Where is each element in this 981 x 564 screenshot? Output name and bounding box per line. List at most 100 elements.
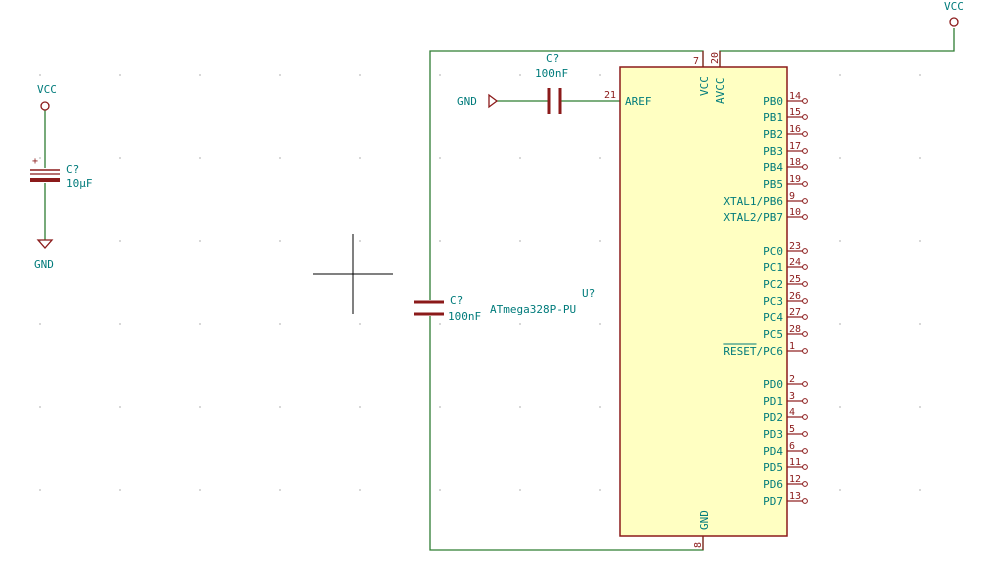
ic-pin-pd5[interactable]: 11 PD5 <box>763 457 808 474</box>
pin-number: 26 <box>789 291 801 302</box>
caref-ref: C? <box>546 52 559 65</box>
wires <box>44 28 955 551</box>
pin-number: 15 <box>789 107 801 118</box>
pin-name-gnd: GND <box>698 510 711 530</box>
capacitor-decoupling[interactable]: C? 100nF <box>414 294 481 323</box>
pin-number: 1 <box>789 341 795 352</box>
pin-number: 23 <box>789 241 801 252</box>
cdecouple-value: 100nF <box>448 310 481 323</box>
pin-name: PB1 <box>763 111 783 124</box>
ic-pin-pb1[interactable]: 15 PB1 <box>763 107 808 124</box>
pin-number-avcc: 20 <box>710 52 721 64</box>
pin-name: PD7 <box>763 495 783 508</box>
capacitor-aref[interactable]: C? 100nF <box>535 52 568 114</box>
ic-pin-xtal1-pb6[interactable]: 9 XTAL1/PB6 <box>723 191 808 208</box>
gnd-left-label: GND <box>34 258 54 271</box>
pin-name: PD1 <box>763 395 783 408</box>
ic-pin-reset-pc6[interactable]: 1 RESET/PC6 <box>723 341 808 358</box>
pin-name: PB3 <box>763 145 783 158</box>
ic-pin-pb3[interactable]: 17 PB3 <box>763 141 808 158</box>
pin-number: 18 <box>789 157 801 168</box>
pin-name: XTAL1/PB6 <box>723 195 783 208</box>
pin-name: RESET/PC6 <box>723 345 783 358</box>
pin-number: 16 <box>789 124 801 135</box>
ic-pin-pc4[interactable]: 27 PC4 <box>763 307 808 324</box>
pin-number: 2 <box>789 374 795 385</box>
ic-pin-pb4[interactable]: 18 PB4 <box>763 157 808 174</box>
pin-number: 28 <box>789 324 801 335</box>
pin-number: 14 <box>789 91 801 102</box>
ic-body <box>619 66 788 537</box>
ic-pin-pd6[interactable]: 12 PD6 <box>763 474 808 491</box>
pin-name: PC3 <box>763 295 783 308</box>
pin-number: 11 <box>789 457 801 468</box>
wire-avcc-to-vcc <box>719 28 955 67</box>
cdecouple-ref: C? <box>450 294 463 307</box>
vcc-symbol-right[interactable]: VCC <box>944 0 964 27</box>
ic-pin-pd1[interactable]: 3 PD1 <box>763 391 808 408</box>
pin-number: 6 <box>789 441 795 452</box>
pin-number: 3 <box>789 391 795 402</box>
gnd-symbol-aref[interactable]: GND <box>457 93 499 109</box>
pin-name: PD0 <box>763 378 783 391</box>
ic-atmega328p[interactable]: U? ATmega328P-PU 7 20 VCC AVCC 21 AREF G… <box>490 51 808 550</box>
vcc-left-label: VCC <box>37 83 57 96</box>
cbulk-ref: C? <box>66 163 79 176</box>
pin-number: 27 <box>789 307 801 318</box>
caref-value: 100nF <box>535 67 568 80</box>
pin-number: 24 <box>789 257 801 268</box>
ic-pin-pc1[interactable]: 24 PC1 <box>763 257 808 274</box>
vcc-right-circle <box>949 17 959 27</box>
pin-name: PB5 <box>763 178 783 191</box>
pin-name: PC1 <box>763 261 783 274</box>
gnd-symbol-left[interactable]: GND <box>34 239 54 271</box>
pin-number: 19 <box>789 174 801 185</box>
ic-pin-pb2[interactable]: 16 PB2 <box>763 124 808 141</box>
pin-name: PC4 <box>763 311 783 324</box>
pin-name: PC5 <box>763 328 783 341</box>
ic-pin-pd0[interactable]: 2 PD0 <box>763 374 808 391</box>
pin-number: 25 <box>789 274 801 285</box>
pin-number: 5 <box>789 424 795 435</box>
ic-pin-pc3[interactable]: 26 PC3 <box>763 291 808 308</box>
gnd-left-triangle <box>36 239 54 249</box>
ic-pin-pc5[interactable]: 28 PC5 <box>763 324 808 341</box>
pin-name: PD3 <box>763 428 783 441</box>
pin-name-vcc: VCC <box>698 76 711 96</box>
cursor-crosshair <box>313 234 393 314</box>
cbulk-polarity-mark: + <box>32 156 38 167</box>
pin-number-vcc: 7 <box>693 56 699 67</box>
pin-number: 9 <box>789 191 795 202</box>
gnd-aref-triangle <box>488 93 499 109</box>
pin-number: 17 <box>789 141 801 152</box>
pin-name-avcc: AVCC <box>714 78 727 105</box>
pin-number: 12 <box>789 474 801 485</box>
pin-number: 10 <box>789 207 801 218</box>
vcc-right-label: VCC <box>944 0 964 13</box>
pin-name: PC0 <box>763 245 783 258</box>
capacitor-bulk[interactable]: + C? 10µF <box>30 156 93 190</box>
ic-pin-pb5[interactable]: 19 PB5 <box>763 174 808 191</box>
pin-name: XTAL2/PB7 <box>723 211 783 224</box>
pin-name: PD6 <box>763 478 783 491</box>
ic-pin-xtal2-pb7[interactable]: 10 XTAL2/PB7 <box>723 207 808 224</box>
pin-number: 4 <box>789 407 795 418</box>
pin-number-gnd: 8 <box>693 542 704 548</box>
ic-pin-pd3[interactable]: 5 PD3 <box>763 424 808 441</box>
pin-name-aref: AREF <box>625 95 652 108</box>
gnd-aref-label: GND <box>457 95 477 108</box>
pin-name: PB4 <box>763 161 783 174</box>
ic-pin-pc2[interactable]: 25 PC2 <box>763 274 808 291</box>
pin-name: PB2 <box>763 128 783 141</box>
pin-name: PD5 <box>763 461 783 474</box>
ic-pin-pc0[interactable]: 23 PC0 <box>763 241 808 258</box>
vcc-symbol-left[interactable]: VCC <box>37 83 57 111</box>
pin-name: PC2 <box>763 278 783 291</box>
pin-number-aref: 21 <box>604 90 616 101</box>
vcc-left-circle <box>40 101 50 111</box>
